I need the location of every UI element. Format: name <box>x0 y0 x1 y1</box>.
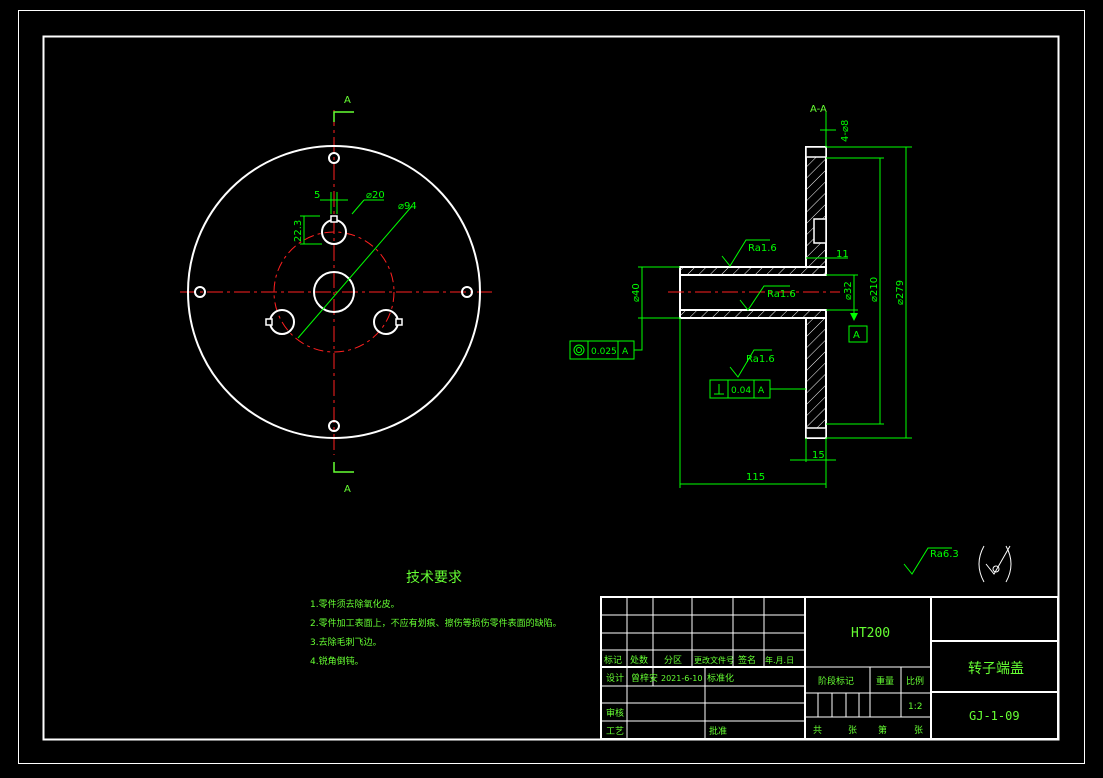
note-item-2: 2.零件加工表面上，不应有划痕、擦伤等损伤零件表面的缺陷。 <box>310 617 562 629</box>
hub-wall-lower <box>679 309 827 319</box>
section-label-top: A <box>344 95 351 106</box>
roughness-2: Ra1.6 <box>767 289 796 300</box>
review-label: 审核 <box>606 707 624 719</box>
rev-header-0: 标记 <box>604 654 622 666</box>
section-label-bottom: A <box>344 484 351 495</box>
rev-header-1: 处数 <box>630 654 648 666</box>
bolt-hole-bottom <box>328 420 340 432</box>
flange-section-lower <box>805 317 827 439</box>
rev-header-5: 年.月.日 <box>765 655 794 665</box>
bolt-hole-left <box>194 286 206 298</box>
material: HT200 <box>851 626 890 641</box>
title-block <box>600 596 1059 740</box>
flange-outline <box>187 145 481 439</box>
dim-bolt-circle: ⌀94 <box>398 201 417 212</box>
dim-hub-outer: ⌀40 <box>631 283 642 302</box>
scale-label: 比例 <box>906 675 924 687</box>
dim-flange-mid: ⌀210 <box>869 277 880 302</box>
dim-step: 11 <box>836 249 849 260</box>
bolt-hole-right <box>461 286 473 298</box>
dim-holes: 4-⌀8 <box>840 120 851 142</box>
tol-perpendicularity: 0.04 A <box>709 379 806 399</box>
dim-flange-outer: ⌀279 <box>895 280 906 305</box>
flange-section-upper <box>805 146 827 268</box>
tol-concentricity-value: 0.025 <box>591 347 617 357</box>
bolt-circle <box>273 231 395 353</box>
sheet-no-a: 第 <box>878 724 887 736</box>
inner-frame <box>42 35 1060 741</box>
front-view: A A ⌀94 ⌀20 5 22.3 <box>180 95 492 495</box>
dim-bore-section: ⌀32 <box>843 281 854 300</box>
note-item-4: 4.锐角倒钝。 <box>310 655 364 667</box>
tol-concentricity: 0.025 A <box>569 318 643 360</box>
sheet-no-b: 张 <box>914 725 923 736</box>
design-label: 设计 <box>606 672 624 684</box>
note-item-3: 3.去除毛刺飞边。 <box>310 636 382 648</box>
note-item-1: 1.零件须去除氧化皮。 <box>310 598 400 610</box>
roughness-1: Ra1.6 <box>748 243 777 254</box>
bolt-hole-top <box>328 152 340 164</box>
dim-bore-front: ⌀20 <box>366 190 385 201</box>
section-marker-bottom <box>333 462 354 473</box>
keyed-hole-right <box>373 309 403 335</box>
section-view-title: A-A <box>810 104 827 115</box>
designer: 曾梓安 <box>631 672 658 684</box>
general-roughness: Ra6.3 <box>903 545 1012 583</box>
dim-key-depth: 22.3 <box>293 220 304 242</box>
tol-perpendicularity-value: 0.04 <box>731 386 751 396</box>
dim-key-width: 5 <box>314 190 320 201</box>
dim-flange-thickness: 15 <box>812 450 825 461</box>
title-block-text: HT200 转子端盖 GJ-1-09 标记 处数 分区 更改文件号 签名 年.月… <box>604 626 1024 737</box>
hub-wall-upper <box>679 266 827 276</box>
part-name: 转子端盖 <box>968 661 1024 677</box>
bolt-hole-section <box>813 218 827 244</box>
section-view: A-A ⌀279 ⌀210 ⌀32 A <box>569 104 912 488</box>
center-bore <box>313 271 355 313</box>
notes-title: 技术要求 <box>406 570 462 586</box>
drawing-number: GJ-1-09 <box>969 709 1020 723</box>
technical-notes: 技术要求 1.零件须去除氧化皮。 2.零件加工表面上，不应有划痕、擦伤等损伤零件… <box>310 570 562 667</box>
scale-value: 1:2 <box>908 702 922 712</box>
dim-total-length: 115 <box>746 472 765 483</box>
rev-header-3: 更改文件号 <box>694 655 734 665</box>
section-marker-top <box>333 111 354 122</box>
general-roughness-value: Ra6.3 <box>930 549 959 560</box>
standard-label: 标准化 <box>707 672 734 684</box>
roughness-3: Ra1.6 <box>746 354 775 365</box>
dim-line-bolt-circle <box>297 205 413 339</box>
rev-header-4: 签名 <box>738 654 756 666</box>
datum-label: A <box>853 330 860 341</box>
keyed-hole-top <box>321 215 347 245</box>
outer-border <box>18 10 1085 764</box>
tol-perpendicularity-ref: A <box>758 386 765 396</box>
weight-label: 重量 <box>876 675 894 687</box>
process-label: 工艺 <box>606 726 624 737</box>
approve-label: 批准 <box>709 725 727 737</box>
sheets-total-b: 张 <box>848 725 857 736</box>
sheets-total-a: 共 <box>813 725 822 736</box>
design-date: 2021-6-10 <box>661 674 702 683</box>
rev-header-2: 分区 <box>664 655 682 666</box>
stage-label: 阶段标记 <box>818 675 854 687</box>
keyed-hole-left <box>265 309 295 335</box>
tol-concentricity-ref: A <box>622 347 629 357</box>
